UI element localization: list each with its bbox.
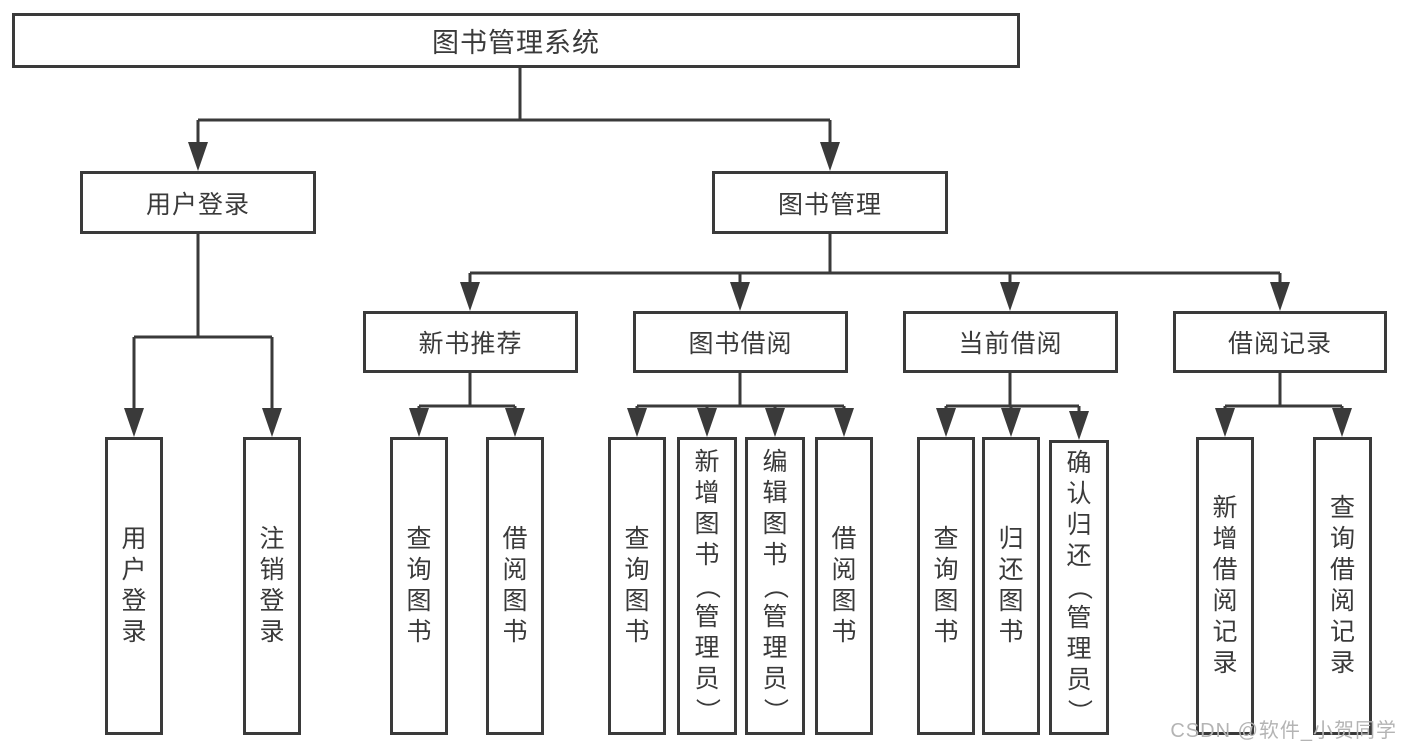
node-borrowing-records: 借阅记录: [1173, 311, 1387, 373]
arrowhead-icon: [460, 282, 480, 311]
node-label: 借阅记录: [1227, 330, 1332, 358]
node-library-management-system: 图书管理系统: [12, 13, 1020, 68]
node-label: 图书管理系统: [432, 28, 600, 58]
leaf-user-login: 用户登录: [105, 437, 163, 735]
leaf-confirm-return-admin: 确认归还（管理员）: [1049, 440, 1109, 735]
node-book-borrowing: 图书借阅: [633, 311, 848, 373]
arrowhead-icon: [1270, 282, 1290, 311]
arrowhead-icon: [820, 142, 840, 171]
leaf-query-books-recommend: 查询图书: [390, 437, 448, 735]
arrowhead-icon: [627, 408, 647, 437]
arrowhead-icon: [1332, 408, 1352, 437]
arrowhead-icon: [765, 408, 785, 437]
arrowhead-icon: [1001, 408, 1021, 437]
leaf-borrow-books-borrowing: 借阅图书: [815, 437, 873, 735]
arrowhead-icon: [936, 408, 956, 437]
node-new-book-recommend: 新书推荐: [363, 311, 578, 373]
arrowhead-icon: [188, 142, 208, 171]
node-label: 图书管理: [777, 190, 882, 219]
node-label: 图书借阅: [688, 330, 793, 358]
leaf-query-books-borrowing: 查询图书: [608, 437, 666, 735]
leaf-return-books: 归还图书: [982, 437, 1040, 735]
arrowhead-icon: [697, 408, 717, 437]
node-label: 当前借阅: [958, 330, 1063, 358]
leaf-query-borrow-record: 查询借阅记录: [1313, 437, 1372, 735]
leaf-borrow-books-recommend: 借阅图书: [486, 437, 544, 735]
node-current-borrowing: 当前借阅: [903, 311, 1118, 373]
node-book-management: 图书管理: [712, 171, 948, 234]
node-label: 用户登录: [145, 190, 250, 219]
arrowhead-icon: [1069, 411, 1089, 440]
arrowhead-icon: [262, 408, 282, 437]
arrowhead-icon: [505, 408, 525, 437]
arrowhead-icon: [1000, 282, 1020, 311]
leaf-edit-books-admin: 编辑图书（管理员）: [745, 437, 805, 735]
node-label: 新书推荐: [418, 330, 523, 358]
arrowhead-icon: [409, 408, 429, 437]
leaf-add-books-admin: 新增图书（管理员）: [677, 437, 737, 735]
arrowhead-icon: [834, 408, 854, 437]
arrowhead-icon: [124, 408, 144, 437]
watermark: CSDN @软件_小贺同学: [1170, 720, 1397, 742]
leaf-logout: 注销登录: [243, 437, 301, 735]
leaf-query-books-current: 查询图书: [917, 437, 975, 735]
node-user-login: 用户登录: [80, 171, 316, 234]
arrowhead-icon: [730, 282, 750, 311]
leaf-add-borrow-record: 新增借阅记录: [1196, 437, 1254, 735]
arrowhead-icon: [1215, 408, 1235, 437]
